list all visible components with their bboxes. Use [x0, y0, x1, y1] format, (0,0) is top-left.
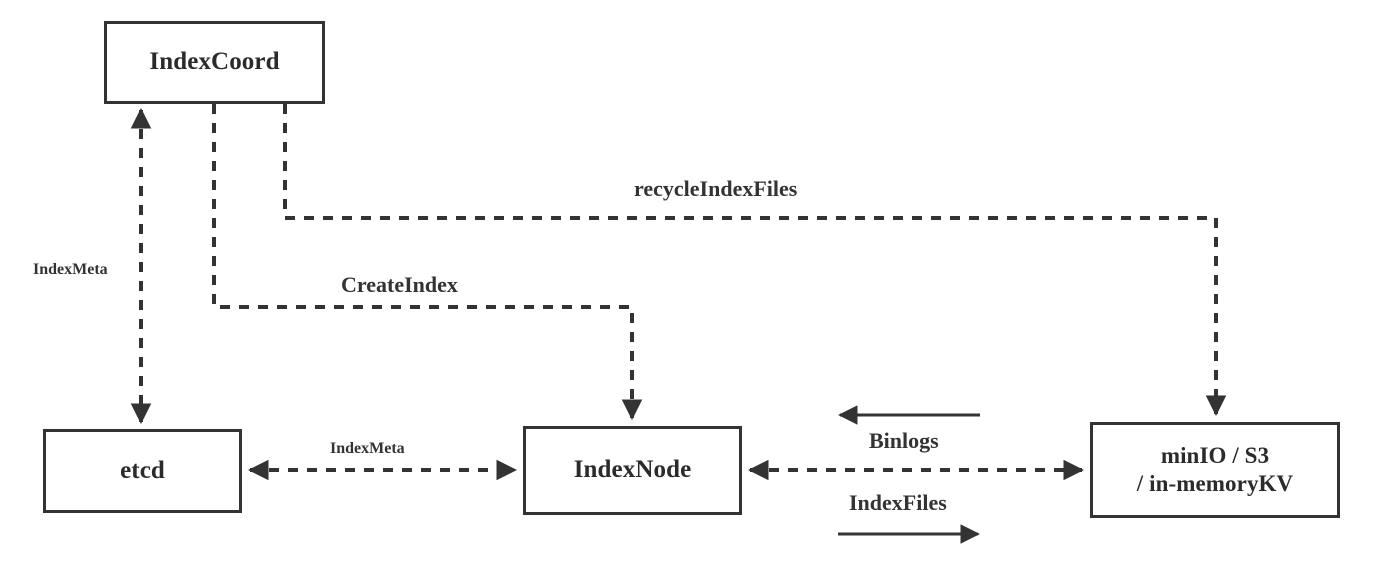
edge-createindex — [212, 104, 643, 421]
edge-label-indexfiles: IndexFiles — [849, 490, 947, 515]
node-etcd-label: etcd — [120, 456, 165, 484]
node-indexcoord[interactable]: IndexCoord — [104, 21, 325, 104]
node-minio-label: minIO / S3 / in-memoryKV — [1136, 442, 1294, 496]
node-indexnode-label: IndexNode — [573, 456, 692, 484]
edge-recycleindexfiles — [283, 104, 1227, 417]
node-indexnode[interactable]: IndexNode — [523, 426, 742, 515]
edge-label-createindex: CreateIndex — [341, 272, 458, 297]
edge-label-indexmeta-left: IndexMeta — [33, 261, 108, 278]
edge-label-recycleindexfiles: recycleIndexFiles — [634, 176, 798, 201]
node-minio[interactable]: minIO / S3 / in-memoryKV — [1090, 422, 1340, 518]
node-etcd[interactable]: etcd — [43, 429, 242, 513]
node-indexcoord-label: IndexCoord — [149, 48, 280, 76]
edge-label-indexmeta-mid: IndexMeta — [330, 440, 405, 457]
edge-label-binlogs: Binlogs — [869, 428, 939, 453]
